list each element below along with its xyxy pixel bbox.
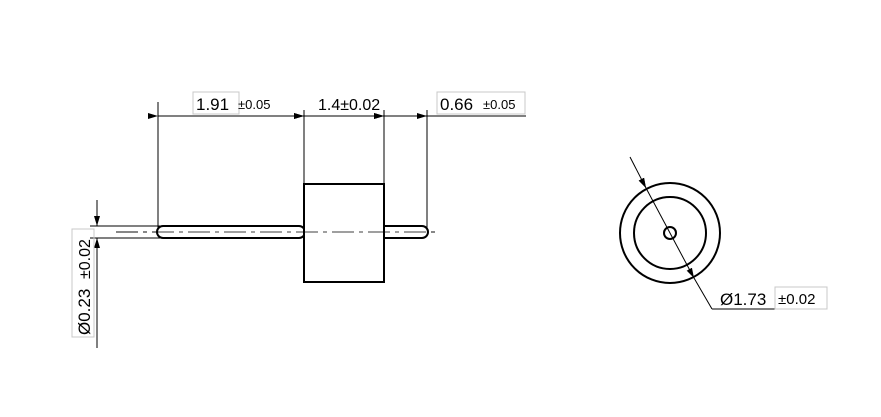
label-box-length-left: [192, 91, 240, 115]
body-diameter-value: Ø1.73: [720, 290, 766, 309]
length-left-value: 1.91: [196, 95, 229, 114]
side-view: 1.91 ±0.05 1.4±0.02 0.66 ±0.05 Ø0.23 ±0.…: [71, 91, 526, 348]
label-box-body-diameter: [774, 286, 828, 310]
pin-diameter-value: Ø0.23: [75, 289, 94, 335]
diameter-leader-outer-bottom: [693, 277, 713, 310]
label-box-length-right: [436, 91, 526, 115]
length-left-tolerance: ±0.05: [238, 97, 270, 112]
length-right-tolerance: ±0.05: [483, 97, 515, 112]
length-body-value: 1.4±0.02: [318, 97, 380, 114]
diameter-line: [638, 177, 695, 279]
label-box-pin-diameter: [71, 228, 95, 338]
length-right-value: 0.66: [440, 95, 473, 114]
component-body: [303, 183, 385, 283]
pin-diameter-label: Ø0.23 ±0.02: [71, 228, 95, 338]
end-view: Ø1.73 ±0.02: [619, 156, 828, 310]
diameter-leader-outer-top: [629, 156, 647, 189]
pin-diameter-tolerance: ±0.02: [77, 239, 94, 279]
body-diameter-tolerance: ±0.02: [778, 291, 815, 308]
